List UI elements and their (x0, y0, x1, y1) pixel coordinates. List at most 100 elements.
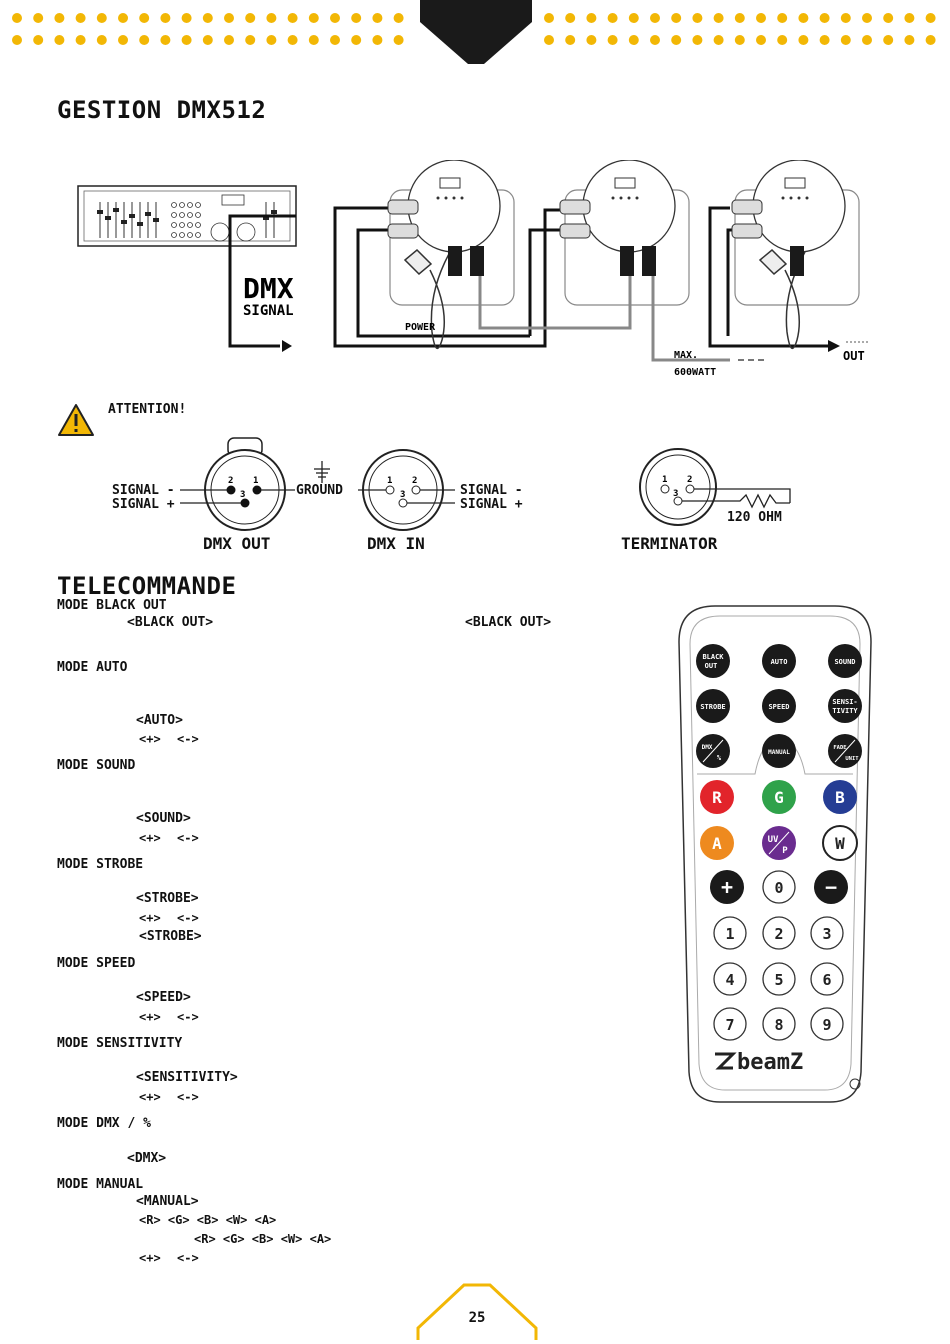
header-dot (160, 35, 171, 45)
mode-dmx-key: <DMX> (127, 1151, 167, 1166)
mode-strobe-key: <STROBE> (136, 891, 199, 906)
digit-button-7[interactable]: 7 (713, 1007, 747, 1041)
header-dot (287, 35, 298, 45)
header-dot (33, 13, 44, 23)
digit-button-4[interactable]: 4 (713, 962, 747, 996)
ohm-label: 120 OHM (727, 510, 782, 525)
digit-button-5[interactable]: 5 (762, 962, 796, 996)
digit-button-1[interactable]: 1 (713, 916, 747, 950)
btn-white[interactable]: W (822, 825, 858, 861)
mode-strobe-title: MODE STROBE (57, 857, 144, 872)
header-dot (819, 35, 830, 45)
digit-button-9[interactable]: 9 (810, 1007, 844, 1041)
btn-sensitivity[interactable]: SENSI- TIVITY (828, 689, 862, 723)
header-dot (544, 35, 554, 45)
mode-speed-minus: <-> (177, 1010, 199, 1024)
signal-label: SIGNAL (243, 303, 294, 319)
signal-plus-out: SIGNAL + (112, 497, 175, 512)
header-dot (628, 13, 639, 23)
header-dot (266, 35, 277, 45)
signal-plus-in: SIGNAL + (460, 497, 523, 512)
connector-pinout-diagram: 2 1 3 1 2 3 1 2 3 (180, 437, 791, 531)
btn-uv-p[interactable]: UV P (762, 826, 796, 860)
header-dot (266, 13, 277, 23)
mode-auto-key: <AUTO> (136, 713, 183, 728)
svg-text:+: + (721, 875, 733, 899)
header-dot (372, 35, 383, 45)
mode-speed-key: <SPEED> (136, 990, 191, 1005)
header-dot (713, 13, 724, 23)
header-dot (925, 13, 936, 23)
digit-label: 2 (774, 925, 783, 943)
digit-button-8[interactable]: 8 (762, 1007, 796, 1041)
dmx-label: DMX (243, 272, 294, 305)
btn-strobe[interactable]: STROBE (696, 689, 730, 723)
header-dot (607, 35, 618, 45)
mode-sound-minus: <-> (177, 831, 199, 845)
btn-green[interactable]: G (762, 780, 796, 814)
header-dot (756, 13, 766, 23)
btn-fade-unit[interactable]: FADE UNIT (828, 734, 862, 768)
header-dot (544, 13, 554, 23)
mode-manual-key: <MANUAL> (136, 1194, 199, 1209)
warning-text: ATTENTION! (108, 402, 187, 417)
header-dot (798, 13, 809, 23)
btn-zero[interactable]: 0 (762, 870, 796, 904)
btn-minus[interactable]: − (814, 870, 848, 904)
header-dot (96, 13, 107, 23)
btn-plus[interactable]: + (710, 870, 744, 904)
btn-dmx[interactable]: DMX % (696, 734, 730, 768)
header-dot (245, 13, 256, 23)
header-dot (351, 35, 362, 45)
btn-blackout[interactable]: BLACK OUT (696, 644, 730, 678)
header-dot (904, 35, 915, 45)
dmx-out-connector: 2 1 3 (204, 437, 286, 531)
svg-text:B: B (835, 788, 845, 807)
power-plug (403, 248, 806, 349)
header-dot (777, 35, 788, 45)
led-indicator (849, 1078, 861, 1090)
header-dot (586, 13, 597, 23)
header-dot (862, 35, 872, 45)
btn-manual[interactable]: MANUAL (762, 734, 796, 768)
btn-speed[interactable]: SPEED (762, 689, 796, 723)
btn-auto[interactable]: AUTO (762, 644, 796, 678)
header-dot (139, 35, 150, 45)
mode-sound-title: MODE SOUND (57, 758, 136, 773)
header-dot (118, 35, 128, 45)
header-dot (245, 35, 256, 45)
svg-text:SENSI-: SENSI- (832, 698, 857, 706)
svg-text:DMX: DMX (702, 744, 713, 751)
btn-sound[interactable]: SOUND (828, 644, 862, 678)
dmx-wiring-diagram: DMX SIGNAL POWER MAX. 600WATT OUT (77, 160, 868, 378)
mode-strobe-minus: <-> (177, 911, 199, 925)
header-dot (628, 35, 639, 45)
power-label: POWER (405, 322, 436, 333)
mode-manual-plus: <+> (139, 1251, 161, 1265)
svg-text:MANUAL: MANUAL (768, 749, 790, 756)
terminator-label: TERMINATOR (621, 534, 718, 553)
header-dot (777, 13, 788, 23)
btn-red[interactable]: R (700, 780, 734, 814)
header-dot (798, 35, 809, 45)
ground-label: GROUND (296, 483, 343, 498)
header-dot (904, 13, 915, 23)
svg-text:−: − (825, 875, 837, 899)
digit-button-6[interactable]: 6 (810, 962, 844, 996)
btn-blue[interactable]: B (823, 780, 857, 814)
header-dot (840, 35, 851, 45)
header-dot (202, 13, 213, 23)
digit-button-3[interactable]: 3 (810, 916, 844, 950)
header-dot (393, 13, 404, 23)
mode-manual-minus: <-> (177, 1251, 199, 1265)
header-dot (224, 13, 234, 23)
header-notch (420, 0, 532, 64)
digit-button-2[interactable]: 2 (762, 916, 796, 950)
header-dot (54, 13, 65, 23)
btn-amber[interactable]: A (700, 826, 734, 860)
svg-text:AUTO: AUTO (771, 658, 788, 666)
terminator-connector: 1 2 3 (639, 448, 791, 526)
digit-label: 7 (725, 1016, 734, 1034)
svg-text:SOUND: SOUND (834, 658, 855, 666)
